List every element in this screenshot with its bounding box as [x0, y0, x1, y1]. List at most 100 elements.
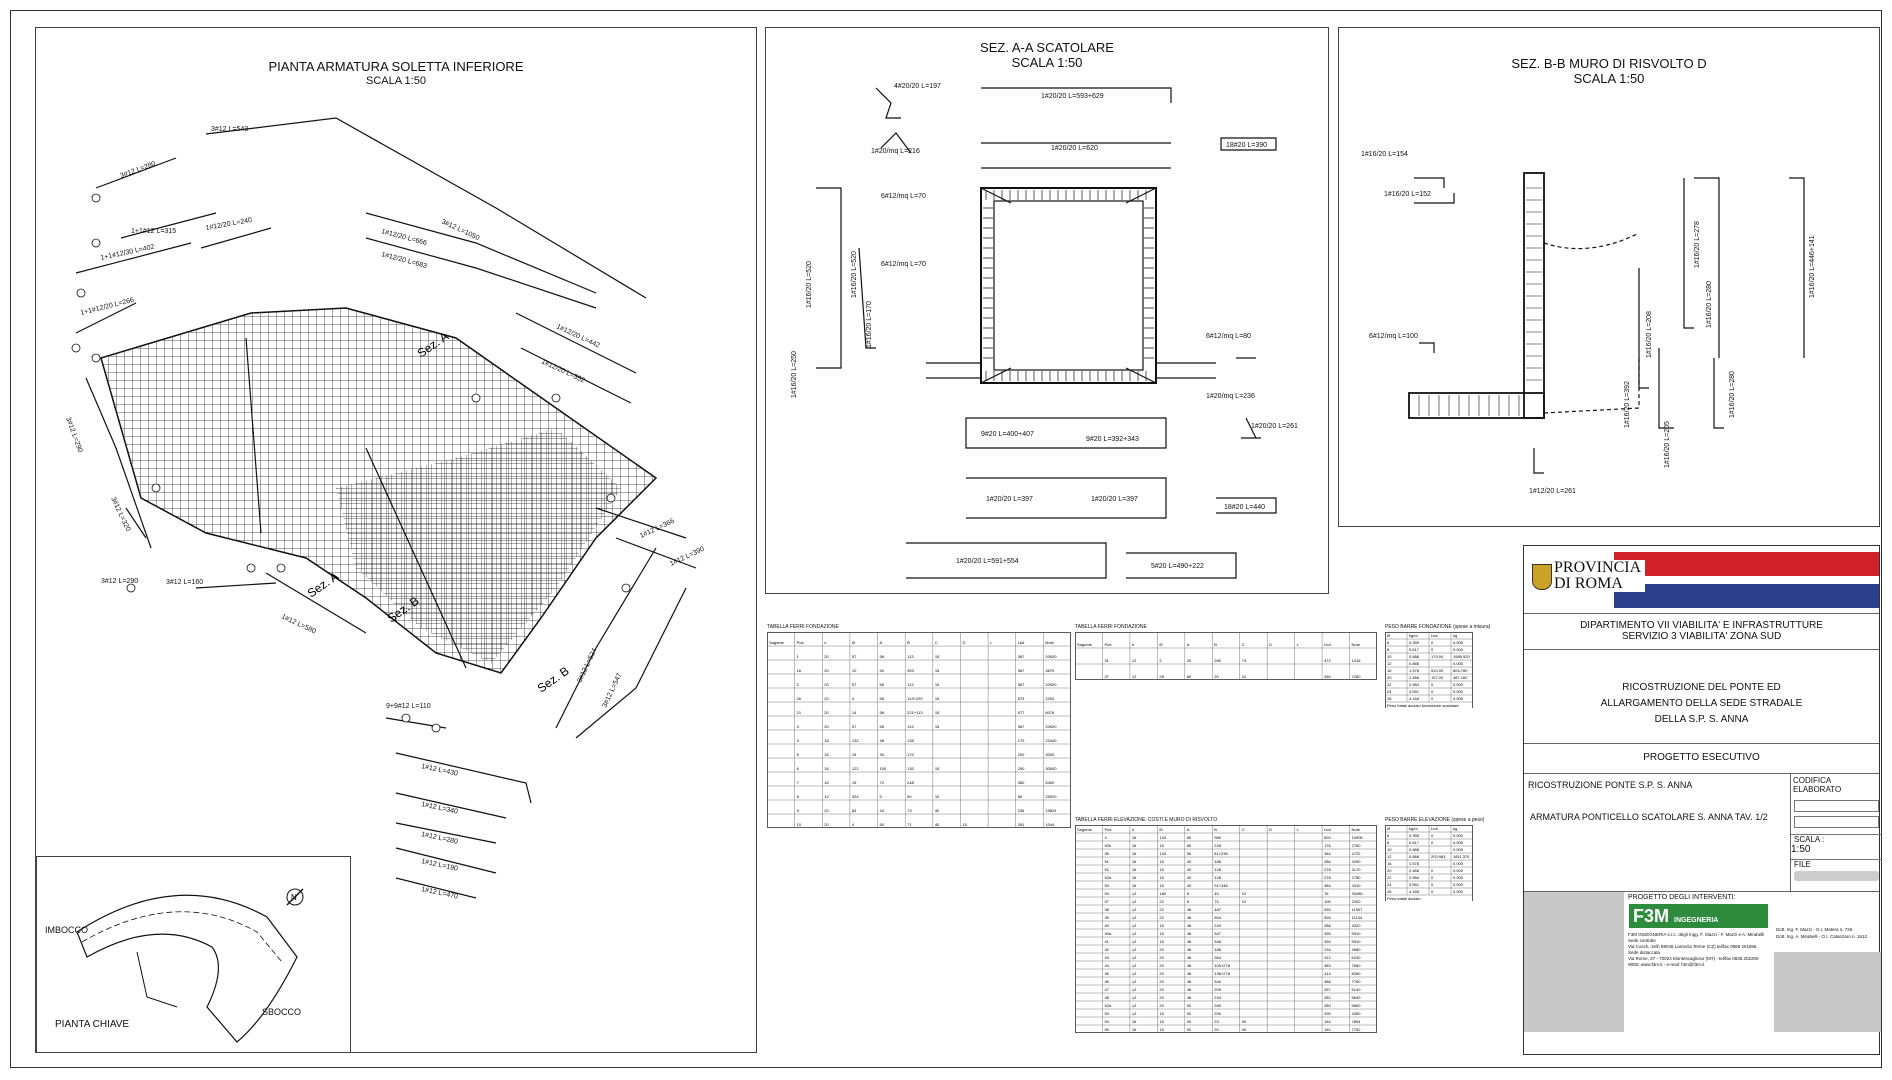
table-cell: 526: [1324, 915, 1331, 920]
table-header-cell: D: [1269, 642, 1272, 647]
table-cell: 51: [1104, 859, 1109, 864]
table-cell: 2200: [1352, 899, 1362, 904]
table-cell: 132: [852, 738, 859, 743]
table-cell: 56: [880, 682, 885, 687]
section-bb-scale: SCALA 1:50: [1573, 71, 1645, 86]
table-cell: 384: [1324, 883, 1331, 888]
key-plan-title: PIANTA CHIAVE: [55, 1019, 130, 1030]
table-cell: 15: [935, 696, 940, 701]
table-cell: 12: [1132, 931, 1137, 936]
table-cell: 0.000: [1453, 840, 1464, 845]
table-cell: 81+236: [1214, 851, 1228, 856]
code-cells: [1794, 800, 1879, 812]
table-cell: 20: [1214, 1027, 1219, 1032]
table-cell: 1.578: [1409, 668, 1420, 673]
table-header-cell: B: [907, 640, 910, 645]
table-cell: 70: [1214, 899, 1219, 904]
table-cell: 367: [1018, 654, 1025, 659]
table-cell: 16: [824, 752, 829, 757]
bar-label: 1#20/20 L=397: [1091, 496, 1138, 503]
table-cell: 0: [1431, 647, 1434, 652]
plan-scale: SCALA 1:50: [366, 75, 426, 87]
section-aa-scale: SCALA 1:50: [1011, 55, 1083, 70]
table-cell: 2b: [797, 696, 802, 701]
table-header-cell: n: [1132, 827, 1134, 832]
table-cell: 250: [1018, 766, 1025, 771]
table-cell: 20: [1159, 979, 1164, 984]
table-cell: 136+278: [1214, 971, 1230, 976]
table-cell: 57: [852, 724, 857, 729]
table-cell: 20: [1159, 971, 1164, 976]
table-cell: 10: [1387, 654, 1392, 659]
provincia-crest-icon: [1532, 564, 1552, 590]
table-cell: 7660: [1352, 963, 1362, 968]
project-title: RICOSTRUZIONE DEL PONTE ED ALLARGAMENTO …: [1524, 650, 1879, 744]
table-header-cell: Sagome: [769, 640, 785, 645]
table-cell: 364: [1324, 851, 1331, 856]
table-cell: 1589.520: [1453, 654, 1470, 659]
bar-label: 18#20 L=390: [1226, 142, 1267, 149]
table-cell: 16: [1132, 867, 1137, 872]
table-cell: 1044: [1045, 822, 1055, 827]
table-cell: 48: [1104, 995, 1109, 1000]
table-cell: 24: [1387, 689, 1392, 694]
bar-label: 3#12 L=280: [119, 161, 156, 180]
table-header-cell: Ø: [1387, 826, 1390, 831]
table-header-cell: Ltot: [1431, 826, 1439, 831]
bar-label: 1#12 L=430: [421, 763, 459, 778]
table-header-cell: Ltot: [1431, 633, 1439, 638]
table-cell: 20: [824, 682, 829, 687]
table-cell: 0: [1431, 840, 1434, 845]
table-cell: 2.466: [1409, 675, 1420, 680]
table-cell: 5910: [1352, 939, 1362, 944]
table-cell: 80: [1018, 794, 1023, 799]
table-header-cell: C: [935, 640, 938, 645]
table-cell: 135: [907, 738, 914, 743]
table-cell: 8: [1387, 840, 1390, 845]
table-cell: 0.000: [1453, 868, 1464, 873]
table-cell: 414: [1324, 971, 1331, 976]
table-cell: 15: [852, 780, 857, 785]
table-cell: 71: [907, 822, 912, 827]
table-cell: 4.168: [1409, 696, 1420, 701]
table-cell: 347: [1214, 931, 1221, 936]
table-cell: 2: [1159, 658, 1162, 663]
title-block: PROVINCIA DI ROMA DIPARTIMENTO VII VIABI…: [1523, 545, 1882, 1055]
table-cell: 7752: [1352, 1027, 1362, 1032]
table-cell: 48: [880, 738, 885, 743]
table-cell: 40: [1187, 875, 1192, 880]
table-cell: 105+278: [1214, 963, 1230, 968]
table-cell: 30500: [1045, 766, 1057, 771]
table-cell: 12: [1132, 1011, 1137, 1016]
table-cell: 5: [797, 752, 800, 757]
table-cell: 367: [1018, 682, 1025, 687]
department: DIPARTIMENTO VII VIABILITA' E INFRASTRUT…: [1524, 614, 1879, 650]
table-cell: 47: [1104, 987, 1109, 992]
entity-line-1: PROVINCIA: [1554, 559, 1642, 576]
file-field: [1794, 871, 1879, 881]
table-cell: 0: [1431, 868, 1434, 873]
proj-line-1: RICOSTRUZIONE DEL PONTE ED: [1622, 682, 1781, 693]
table-header-cell: Pos.: [1104, 827, 1112, 832]
plan-title-text: PIANTA ARMATURA SOLETTA INFERIORE: [268, 59, 524, 74]
table-cell: 4.168: [1409, 889, 1420, 894]
table-cell: 0: [1431, 640, 1434, 645]
table-cell: 54: [1104, 891, 1109, 896]
table-cell: 12: [1387, 661, 1392, 666]
code-cells-2: [1794, 816, 1879, 828]
table-cell: 0.888: [1409, 854, 1420, 859]
table-cell: 45: [1104, 971, 1109, 976]
table-cell: 52b: [1104, 843, 1111, 848]
table-cell: 28: [1159, 674, 1164, 679]
desc-line-1: RICOSTRUZIONE PONTE S.P. S. ANNA: [1528, 780, 1693, 790]
bar-label: 1#16/20 L=278: [1694, 221, 1701, 268]
table-header-cell: B: [1214, 827, 1217, 832]
table-cell: 15: [935, 654, 940, 659]
table-cell: 16: [1132, 859, 1137, 864]
table-cell: 72: [880, 780, 885, 785]
bar-label: 1#20/20 L=620: [1051, 145, 1098, 152]
table-cell: 360: [1018, 780, 1025, 785]
table-cell: 92: [1187, 1003, 1192, 1008]
dept-line-1: DIPARTIMENTO VII VIABILITA' E INFRASTRUT…: [1580, 620, 1823, 631]
table-cell: 0.000: [1453, 833, 1464, 838]
